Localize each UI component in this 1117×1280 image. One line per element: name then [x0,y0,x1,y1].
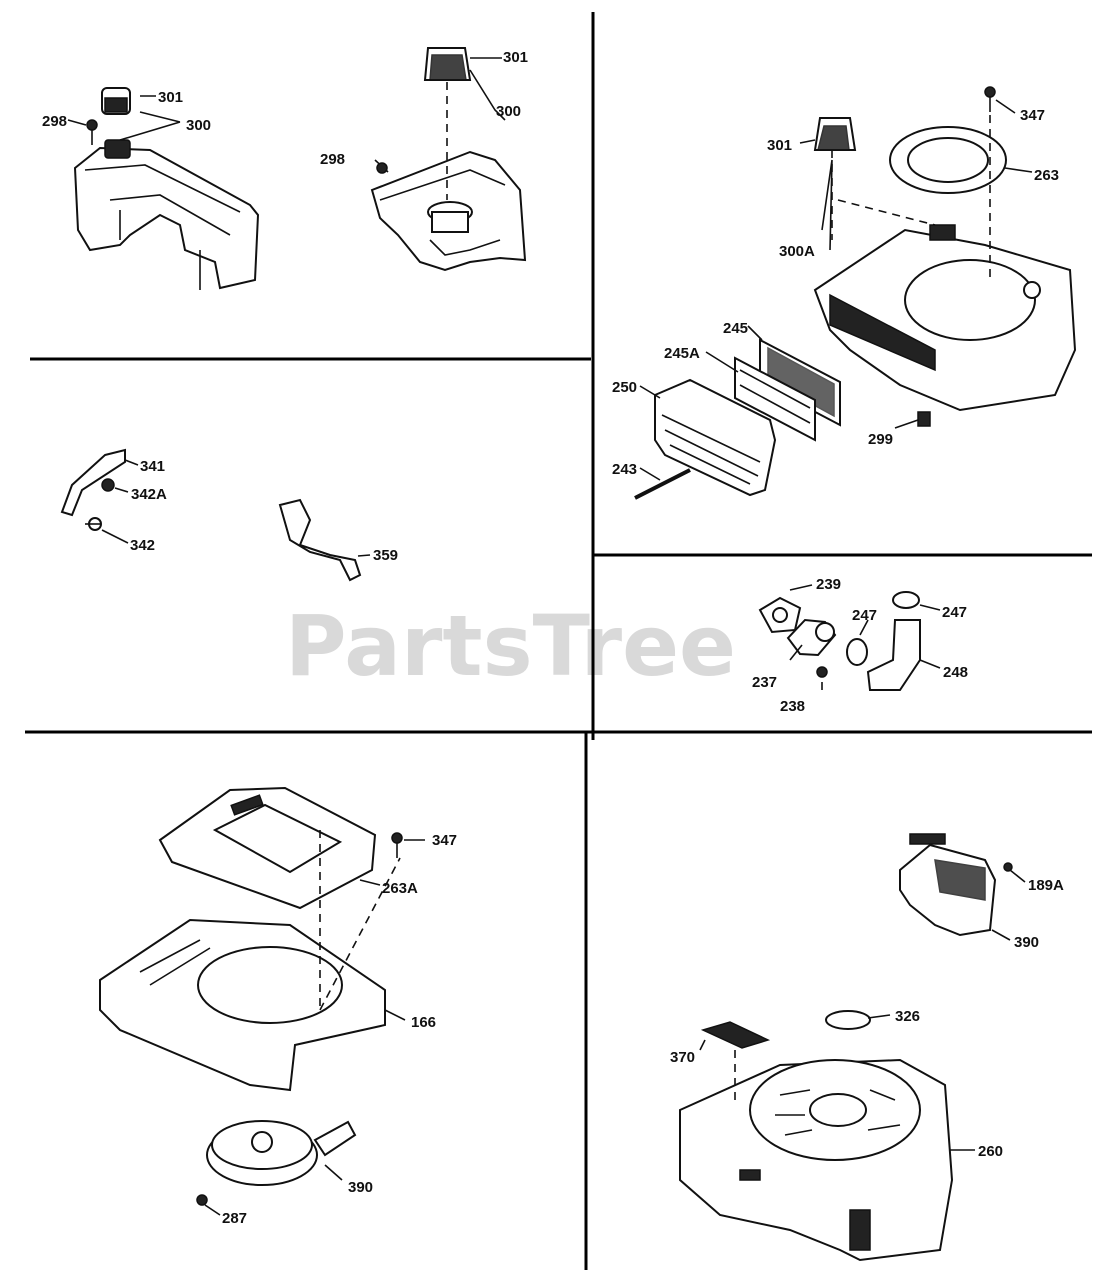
screw-243 [634,468,691,500]
fuel-cap-301c[interactable] [813,117,857,151]
starter-390a[interactable] [206,1120,357,1186]
callout-326: 326 [895,1008,920,1025]
air-cleaner-base[interactable] [813,224,1077,412]
callout-250: 250 [612,379,637,396]
throttle-lever-341[interactable] [60,448,126,517]
starter-390b[interactable] [899,833,997,937]
fuel-cap-large[interactable] [423,47,472,81]
screw-298b [376,162,388,174]
callout-301: 301 [158,89,183,106]
clamp-247a [846,638,868,666]
callout-239: 239 [816,576,841,593]
callout-299: 299 [868,431,893,448]
callout-labels: 301 300 298 301 300 298 301 347 263 300A… [42,49,1064,1227]
callout-287: 287 [222,1210,247,1227]
callout-300: 300 [186,117,211,134]
blower-housing-260[interactable] [679,1058,954,1262]
callout-359: 359 [373,547,398,564]
callout-298: 298 [320,151,345,168]
callout-370: 370 [670,1049,695,1066]
fuel-cap-small[interactable] [101,87,131,115]
callout-301: 301 [767,137,792,154]
callout-341: 341 [140,458,165,475]
blower-housing-166[interactable] [99,918,386,1092]
air-cleaner-ring[interactable] [889,126,1007,194]
callout-342: 342 [130,537,155,554]
callout-260: 260 [978,1143,1003,1160]
callout-301: 301 [503,49,528,66]
callout-247: 247 [942,604,967,621]
air-cover-250[interactable] [654,378,777,497]
callout-245A: 245A [664,345,700,362]
screw-189A [1003,862,1013,872]
clip-299 [917,411,931,427]
callout-298: 298 [42,113,67,130]
screw-298a [86,119,98,145]
callout-237: 237 [752,674,777,691]
callout-300A: 300A [779,243,815,260]
watermark: PartsTree [285,597,736,695]
shroud-263A[interactable] [158,786,377,910]
callout-243: 243 [612,461,637,478]
elbow-hose-248[interactable] [866,619,921,691]
air-filter-245[interactable] [759,338,841,427]
adapter-237[interactable] [786,618,837,657]
callout-390: 390 [1014,934,1039,951]
section-dividers [25,12,1092,1270]
gasket-239[interactable] [758,596,802,634]
bracket-359[interactable] [278,498,362,582]
screw-238 [816,666,828,678]
screw-342 [85,517,102,531]
callout-238: 238 [780,698,805,715]
pre-filter-245A[interactable] [734,356,816,442]
callout-189A: 189A [1028,877,1064,894]
decal-370 [700,1021,771,1049]
callout-390: 390 [348,1179,373,1196]
screw-347a [984,86,996,112]
callout-263: 263 [1034,167,1059,184]
callout-248: 248 [943,664,968,681]
plug-326[interactable] [825,1010,871,1030]
fuel-tank-large[interactable] [370,150,527,272]
callout-263A: 263A [382,880,418,897]
callout-300: 300 [496,103,521,120]
callout-342A: 342A [131,486,167,503]
screw-342A [101,478,115,492]
callout-247: 247 [852,607,877,624]
callout-347: 347 [432,832,457,849]
clamp-247b [892,591,920,609]
screw-347b [391,832,403,858]
callout-245: 245 [723,320,748,337]
screw-287 [196,1194,208,1206]
callout-166: 166 [411,1014,436,1031]
fuel-tank-small[interactable] [73,139,260,290]
callout-347: 347 [1020,107,1045,124]
